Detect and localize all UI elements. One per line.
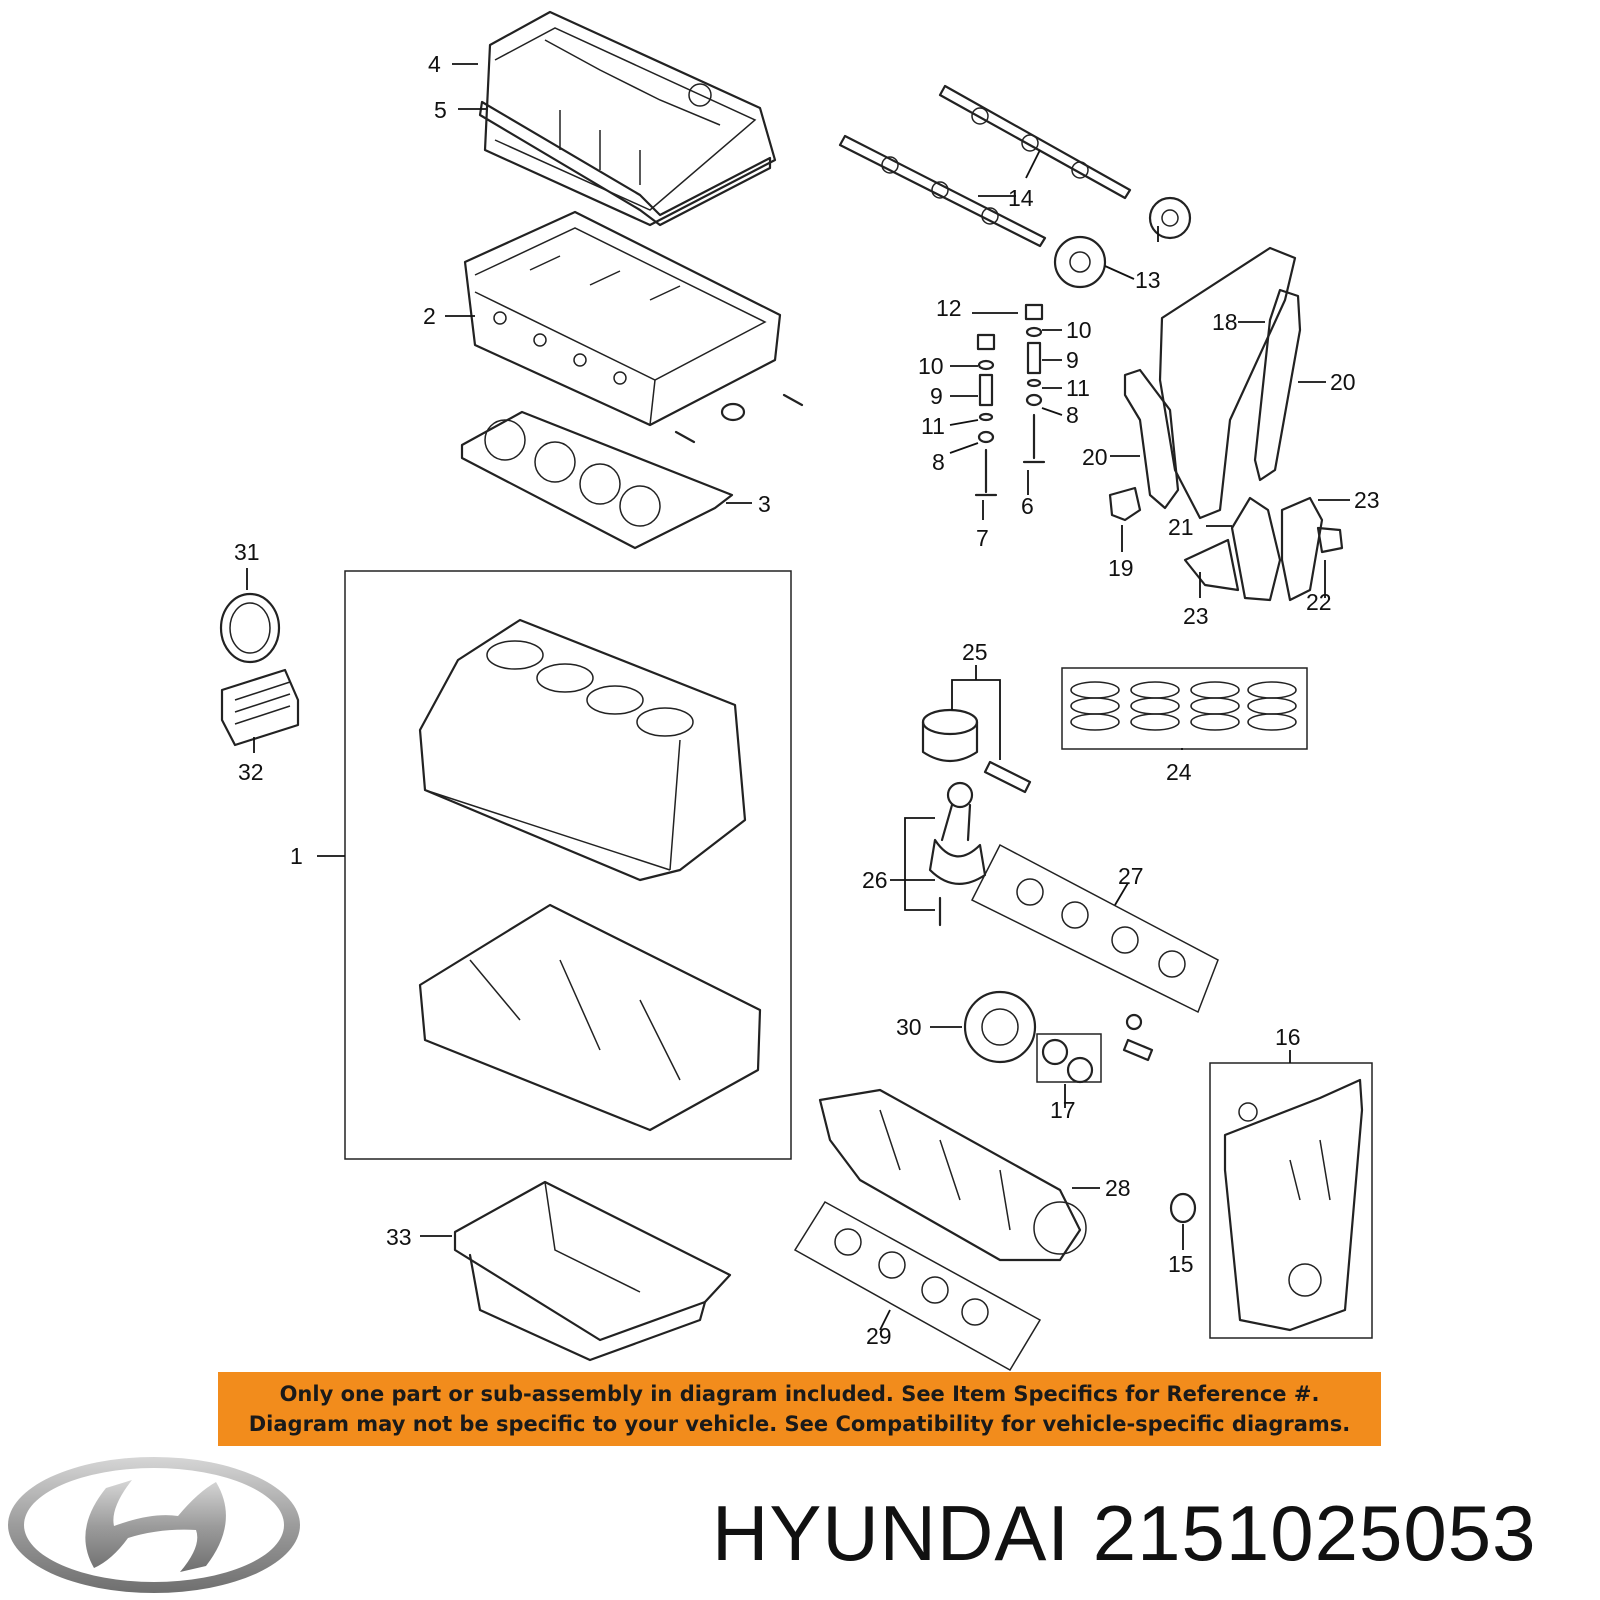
callout-18: 18	[1212, 309, 1238, 335]
callout-1: 1	[290, 843, 303, 869]
callout-29: 29	[866, 1323, 892, 1349]
small-washer	[1125, 1013, 1143, 1031]
part-1-cylinder-block	[418, 618, 747, 882]
part-3-head-gasket	[460, 410, 734, 550]
part-14-camshafts	[838, 84, 1132, 248]
callout-27: 27	[1118, 863, 1144, 889]
callout-6: 6	[1021, 493, 1034, 519]
callout-32: 32	[238, 759, 264, 785]
callout-25: 25	[962, 639, 988, 665]
part-20-chain-guide-right	[1253, 288, 1302, 482]
part-24-rings-box	[1061, 667, 1308, 750]
part-28-crankshaft	[818, 1088, 1087, 1262]
callout-24: 24	[1166, 759, 1192, 785]
part-29-main-bearings	[793, 1201, 1042, 1372]
valve-train-right	[1022, 303, 1046, 464]
callout-8a: 8	[932, 449, 945, 475]
part-23-guide-right	[1280, 496, 1324, 602]
callout-13: 13	[1135, 267, 1161, 293]
callout-10b: 10	[1066, 317, 1092, 343]
callout-22: 22	[1306, 589, 1332, 615]
part-32-cover	[220, 668, 300, 747]
callout-8b: 8	[1066, 402, 1079, 428]
notice-banner: Only one part or sub-assembly in diagram…	[218, 1372, 1381, 1446]
part-2-cylinder-head	[463, 210, 782, 427]
part-18-timing-chain	[1158, 246, 1297, 520]
part-26-connecting-rod	[928, 781, 987, 927]
part-21-oil-pump-chain	[1230, 496, 1282, 602]
part-16-box	[1209, 1062, 1373, 1339]
brand-name: HYUNDAI	[712, 1489, 1071, 1577]
callout-12: 12	[936, 295, 962, 321]
part-33-oil-pan	[453, 1180, 732, 1362]
part-23-guide-left	[1183, 538, 1240, 592]
callout-33: 33	[386, 1224, 412, 1250]
callout-11b: 11	[1066, 375, 1090, 401]
part-30-crank-sprocket	[963, 990, 1037, 1064]
part-25-piston	[921, 708, 1032, 794]
part-17-gears	[1041, 1038, 1094, 1084]
part-19-tensioner	[1108, 486, 1142, 522]
part-31-rear-seal	[219, 592, 281, 664]
callout-3: 3	[758, 491, 771, 517]
callout-17: 17	[1050, 1097, 1076, 1123]
callout-9a: 9	[930, 383, 943, 409]
callout-15: 15	[1168, 1251, 1194, 1277]
part-22-tensioner	[1316, 526, 1344, 554]
hyundai-logo-icon	[8, 1457, 300, 1593]
part-5-valve-cover-gasket	[478, 100, 772, 227]
part-24-piston-rings	[1070, 681, 1297, 731]
small-bushing	[1122, 1038, 1154, 1062]
part-20-chain-guide-left	[1123, 368, 1180, 510]
callout-26: 26	[862, 867, 888, 893]
part-16-timing-cover	[1223, 1078, 1364, 1332]
notice-line-1: Only one part or sub-assembly in diagram…	[279, 1382, 1320, 1406]
notice-line-2: Diagram may not be specific to your vehi…	[248, 1412, 1351, 1436]
callout-10a: 10	[918, 353, 944, 379]
part-4-valve-cover	[483, 10, 777, 227]
callout-20b: 20	[1330, 369, 1356, 395]
part-2-seal	[720, 402, 746, 422]
callout-2: 2	[423, 303, 436, 329]
callout-11a: 11	[921, 413, 945, 439]
part-title: HYUNDAI 2151025053	[712, 1488, 1537, 1579]
leader-lines	[246, 63, 1350, 1331]
part-13-cam-sprockets	[1053, 196, 1192, 289]
callout-19: 19	[1108, 555, 1134, 581]
valve-train-left	[974, 333, 998, 497]
callout-16: 16	[1275, 1024, 1301, 1050]
part-number: 2151025053	[1092, 1489, 1537, 1577]
callout-7: 7	[976, 525, 989, 551]
callout-28: 28	[1105, 1175, 1131, 1201]
callout-labels: 4 5 2 3 1 14 13 12 10 9 11 8 6 10 9 11 8…	[234, 51, 1380, 1349]
part-2-dowel-pins	[674, 393, 804, 444]
callout-21: 21	[1168, 514, 1194, 540]
part-1-lower-crankcase	[418, 903, 762, 1132]
callout-31: 31	[234, 539, 260, 565]
callout-23b: 23	[1354, 487, 1380, 513]
callout-14: 14	[1008, 185, 1034, 211]
callout-23a: 23	[1183, 603, 1209, 629]
callout-9b: 9	[1066, 347, 1079, 373]
part-17-box	[1036, 1033, 1102, 1083]
part-15-front-seal	[1169, 1192, 1197, 1224]
part-1-box	[344, 570, 792, 1160]
callout-20a: 20	[1082, 444, 1108, 470]
callout-30: 30	[896, 1014, 922, 1040]
callout-4: 4	[428, 51, 441, 77]
part-27-rod-bearings	[970, 843, 1219, 1014]
callout-5: 5	[434, 97, 447, 123]
